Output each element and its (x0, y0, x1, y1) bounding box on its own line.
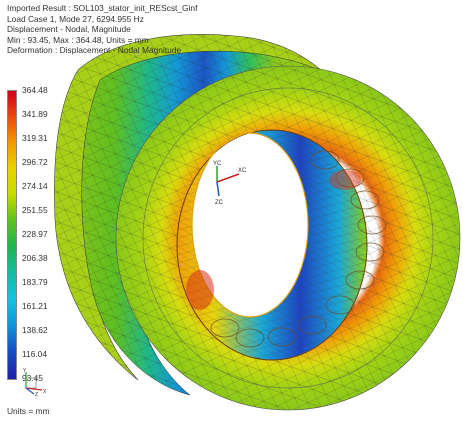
legend-tick-label: 341.89 (22, 109, 48, 119)
view-triad: YC XC ZC (205, 160, 253, 213)
result-header: Imported Result : SOL103_stator_init_RES… (7, 3, 197, 56)
legend-tick-label: 319.31 (22, 133, 48, 143)
color-legend: 364.48 341.89 319.31 296.72 274.14 251.55 228.… (6, 84, 66, 394)
triad-z-label: ZC (215, 200, 224, 206)
legend-tick-label: 251.55 (22, 205, 48, 215)
load-case-label: Load Case 1, Mode 27, 6294.955 Hz (7, 13, 144, 24)
legend-tick-label: 296.72 (22, 157, 48, 167)
coil-end-turns (210, 150, 387, 348)
result-file-label: Imported Result : SOL103_stator_init_RES… (7, 3, 198, 13)
legend-tick-label: 206.38 (22, 253, 48, 263)
mini-triad-z-label: Z (35, 392, 38, 396)
triad-y-label: YC (213, 161, 222, 167)
legend-tick-label: 364.48 (22, 85, 48, 95)
legend-tick-label: 161.21 (22, 301, 48, 311)
deformation-label: Deformation : Displacement - Nodal Magni… (7, 45, 182, 56)
legend-tick-label: 183.79 (22, 277, 48, 287)
legend-color-bar (7, 90, 17, 380)
mini-triad: Y X Z (22, 368, 50, 401)
mini-triad-x-label: X (43, 389, 47, 395)
legend-tick-label: 116.04 (22, 349, 47, 359)
mini-triad-y-label: Y (23, 368, 27, 374)
min-max-label: Min : 93.45, Max : 364.48, Units = mm (7, 34, 149, 45)
legend-tick-label: 138.62 (22, 325, 48, 335)
legend-tick-label: 228.97 (22, 229, 48, 239)
legend-tick-label: 274.14 (22, 181, 48, 191)
units-label: Units = mm (7, 406, 50, 416)
triad-x-label: XC (238, 168, 247, 174)
result-type-label: Displacement - Nodal, Magnitude (7, 24, 131, 35)
